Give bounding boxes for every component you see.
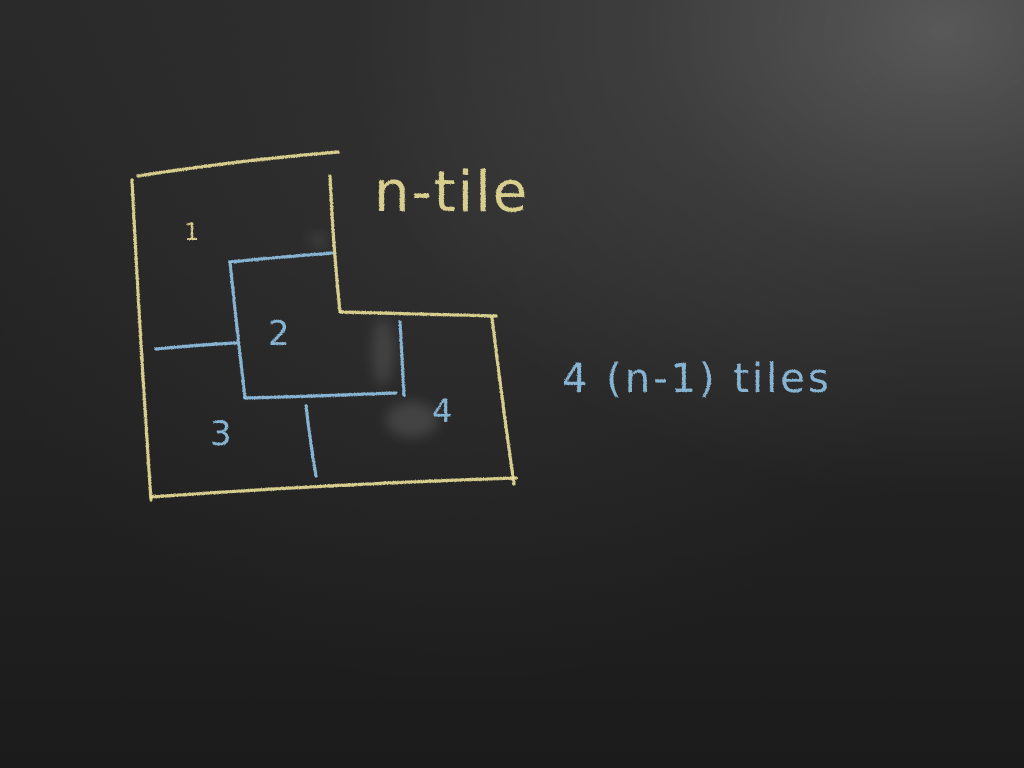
tile-label-1: 1 [184,218,199,246]
tile-label-3: 3 [210,414,232,454]
tile-label-4: 4 [432,392,452,430]
eraser-smudge [310,234,326,246]
eraser-smudge [386,402,438,438]
eraser-smudge [372,318,394,386]
tile-label-2: 2 [268,314,290,354]
title-n-tile: n-tile [374,160,529,225]
tile-subdivision-lines [154,251,406,478]
n-tile-outline [130,150,518,502]
label-tile-count: 4 (n-1) tiles [562,356,832,402]
